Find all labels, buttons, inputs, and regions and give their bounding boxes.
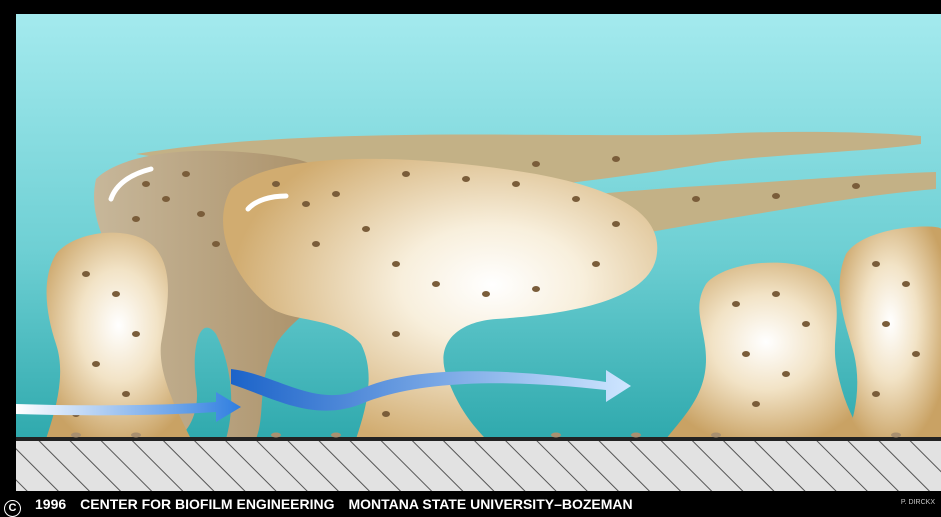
caption-year: 1996 — [35, 496, 66, 512]
caption-center: CENTER FOR BIOFILM ENGINEERING — [80, 496, 334, 512]
caption-bar: C 1996 CENTER FOR BIOFILM ENGINEERING MONTA… — [4, 494, 647, 514]
copyright-icon: C — [4, 500, 21, 517]
substratum — [16, 441, 941, 491]
biofilm-illustration — [16, 14, 941, 491]
caption-university: MONTANA STATE UNIVERSITY–BOZEMAN — [349, 496, 633, 512]
artist-credit: P. DIRCKX — [901, 499, 935, 506]
substratum-line — [16, 437, 941, 441]
